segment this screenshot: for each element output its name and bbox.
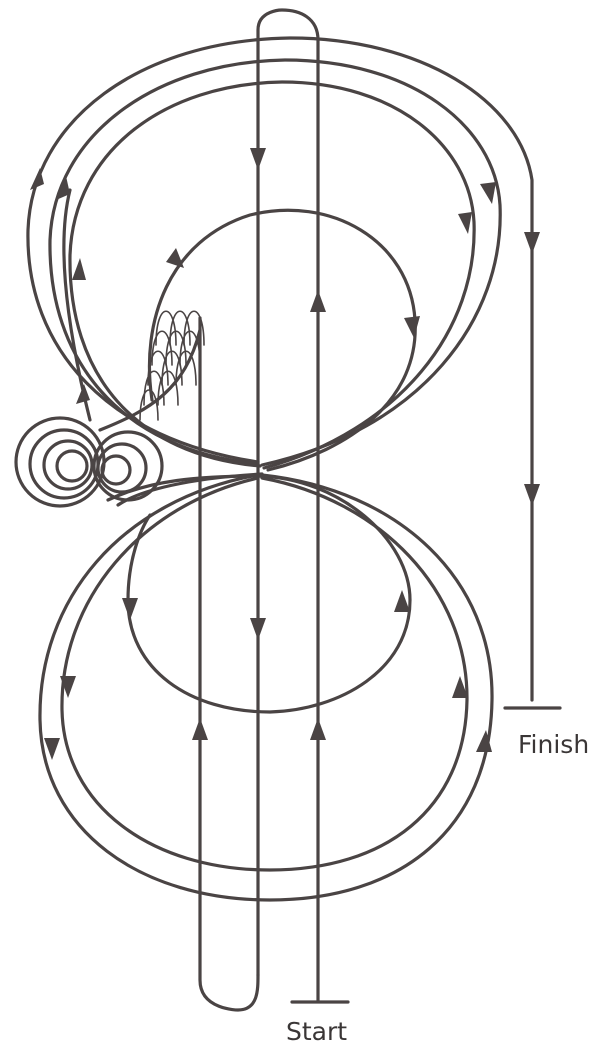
arrow-upper-inner-right xyxy=(404,316,420,338)
arrow-down-1 xyxy=(250,148,266,170)
lower-outer-loop xyxy=(40,475,492,900)
lower-loops xyxy=(40,474,492,900)
arrow-up-1 xyxy=(310,290,326,312)
arrow-down-2 xyxy=(250,618,266,640)
upper-loops xyxy=(28,38,532,700)
spools xyxy=(16,190,200,506)
arrow-upper-inner-left xyxy=(166,248,184,268)
arrow-spool-feed xyxy=(76,384,90,404)
arrow-lower-left-2 xyxy=(44,738,60,760)
arrow-up-3 xyxy=(192,718,208,740)
upper-third-loop xyxy=(70,82,474,468)
long-u-strand xyxy=(258,10,318,1000)
spool-feed-line-1 xyxy=(64,190,90,420)
upper-outer-loop xyxy=(28,38,532,700)
arrow-lower-inner-left xyxy=(122,598,138,620)
arrow-down-finish-1 xyxy=(524,232,540,254)
arrow-upper-right-2 xyxy=(458,212,472,234)
start-label: Start xyxy=(286,1017,347,1046)
finish-label: Finish xyxy=(518,730,589,759)
arrow-upper-left-3 xyxy=(72,258,86,280)
arrow-lower-inner-right xyxy=(394,590,410,612)
right-spool xyxy=(94,432,162,500)
short-u-strand xyxy=(200,318,258,1010)
arrow-upper-right-1 xyxy=(480,182,496,204)
left-spool xyxy=(16,418,104,506)
upper-second-loop xyxy=(50,60,500,465)
arrow-up-2 xyxy=(310,718,326,740)
arrow-down-finish-2 xyxy=(524,484,540,506)
